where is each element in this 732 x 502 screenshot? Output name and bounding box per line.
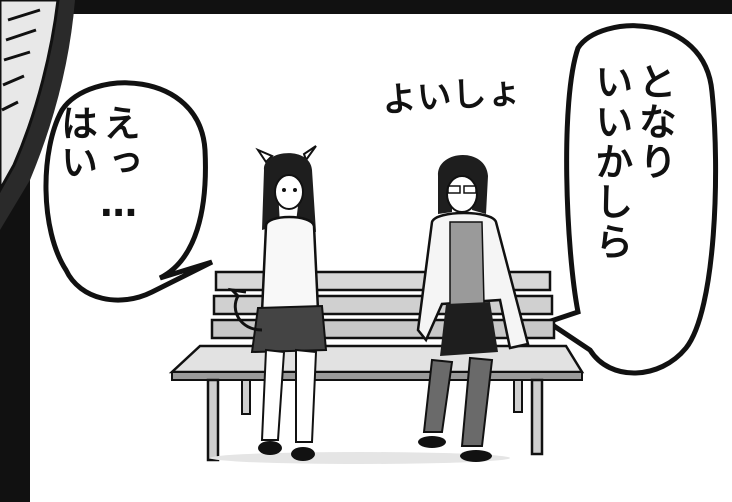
- left-speech-bubble: [43, 80, 214, 303]
- girl-character: [227, 145, 328, 461]
- sound-effect-text: よいしょ: [381, 71, 524, 121]
- top-panel-border: [60, 0, 732, 14]
- left-bubble-text: えっ… はい: [54, 104, 141, 227]
- right-bubble-line-2: いいかしら: [588, 62, 633, 262]
- right-speech-bubble: [542, 23, 719, 376]
- corner-character-shoulder: [0, 0, 75, 230]
- right-bubble-text: となり いいかしら: [588, 62, 677, 262]
- left-panel-border: [0, 170, 30, 502]
- bench: [168, 270, 585, 464]
- left-bubble-line-2: はい: [54, 104, 98, 182]
- right-bubble-line-1: となり: [632, 62, 677, 182]
- woman-character: [416, 154, 530, 462]
- left-bubble-line-1: えっ…: [97, 104, 141, 227]
